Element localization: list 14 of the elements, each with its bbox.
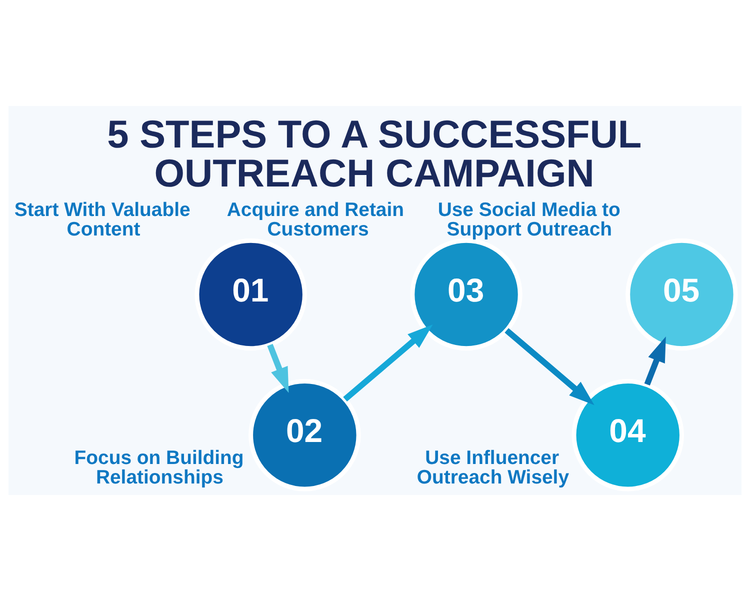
node-label: Use Influencer Outreach Wisely [416,446,570,488]
node-label: Acquire and Retain Customers [226,198,404,240]
node-label: Start With Valuable Content [14,198,190,240]
node-circle: 01 [194,238,307,350]
node-circle: 05 [626,238,738,350]
node-circle: 04 [572,378,684,491]
arrow [504,328,594,405]
node-label: Focus on Building Relationships [74,446,244,488]
diagram-title: 5 STEPS TO A SUCCESSFUL OUTREACH CAMPAIGN [107,113,642,195]
arrow [267,343,289,392]
arrow [644,336,666,386]
arrow [343,324,433,402]
node-circle: 02 [248,378,361,491]
node-label: Use Social Media to Support Outreach [438,198,620,240]
